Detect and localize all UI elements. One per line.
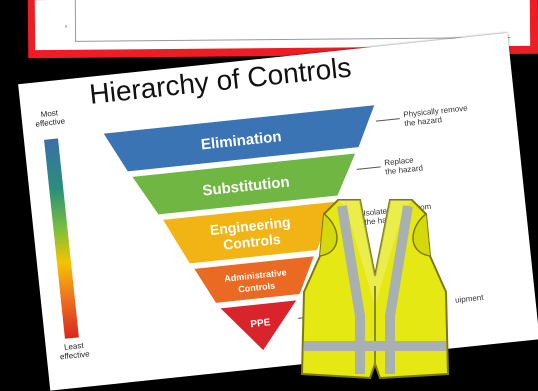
- chart-y-axis: [74, 0, 77, 42]
- connector-elimination: [375, 118, 400, 122]
- chart-tick-label: 0: [64, 23, 68, 29]
- vest-neck-shadow: [338, 200, 412, 306]
- level-substitution: [132, 153, 356, 215]
- level-label-administrative-2: Controls: [238, 281, 276, 295]
- level-label-engineering-2: Controls: [222, 231, 281, 253]
- vest-armhole-left: [319, 213, 338, 257]
- level-engineering: [163, 201, 335, 264]
- vest-reflective-stripe-left: [337, 205, 365, 374]
- level-label-ppe: PPE: [250, 317, 271, 330]
- connector-substitution: [356, 166, 381, 170]
- vest-armhole-right: [412, 213, 431, 257]
- level-elimination: [103, 105, 375, 172]
- hierarchy-of-controls-poster: Hierarchy of Controls Most effective Lea…: [18, 32, 538, 391]
- vest-reflective-stripe-right: [385, 205, 413, 374]
- level-ppe: [220, 300, 297, 351]
- inverted-pyramid: Elimination Substitution Engineering Con…: [103, 105, 400, 351]
- level-administrative: [194, 256, 314, 303]
- safety-vest-image: [300, 199, 450, 380]
